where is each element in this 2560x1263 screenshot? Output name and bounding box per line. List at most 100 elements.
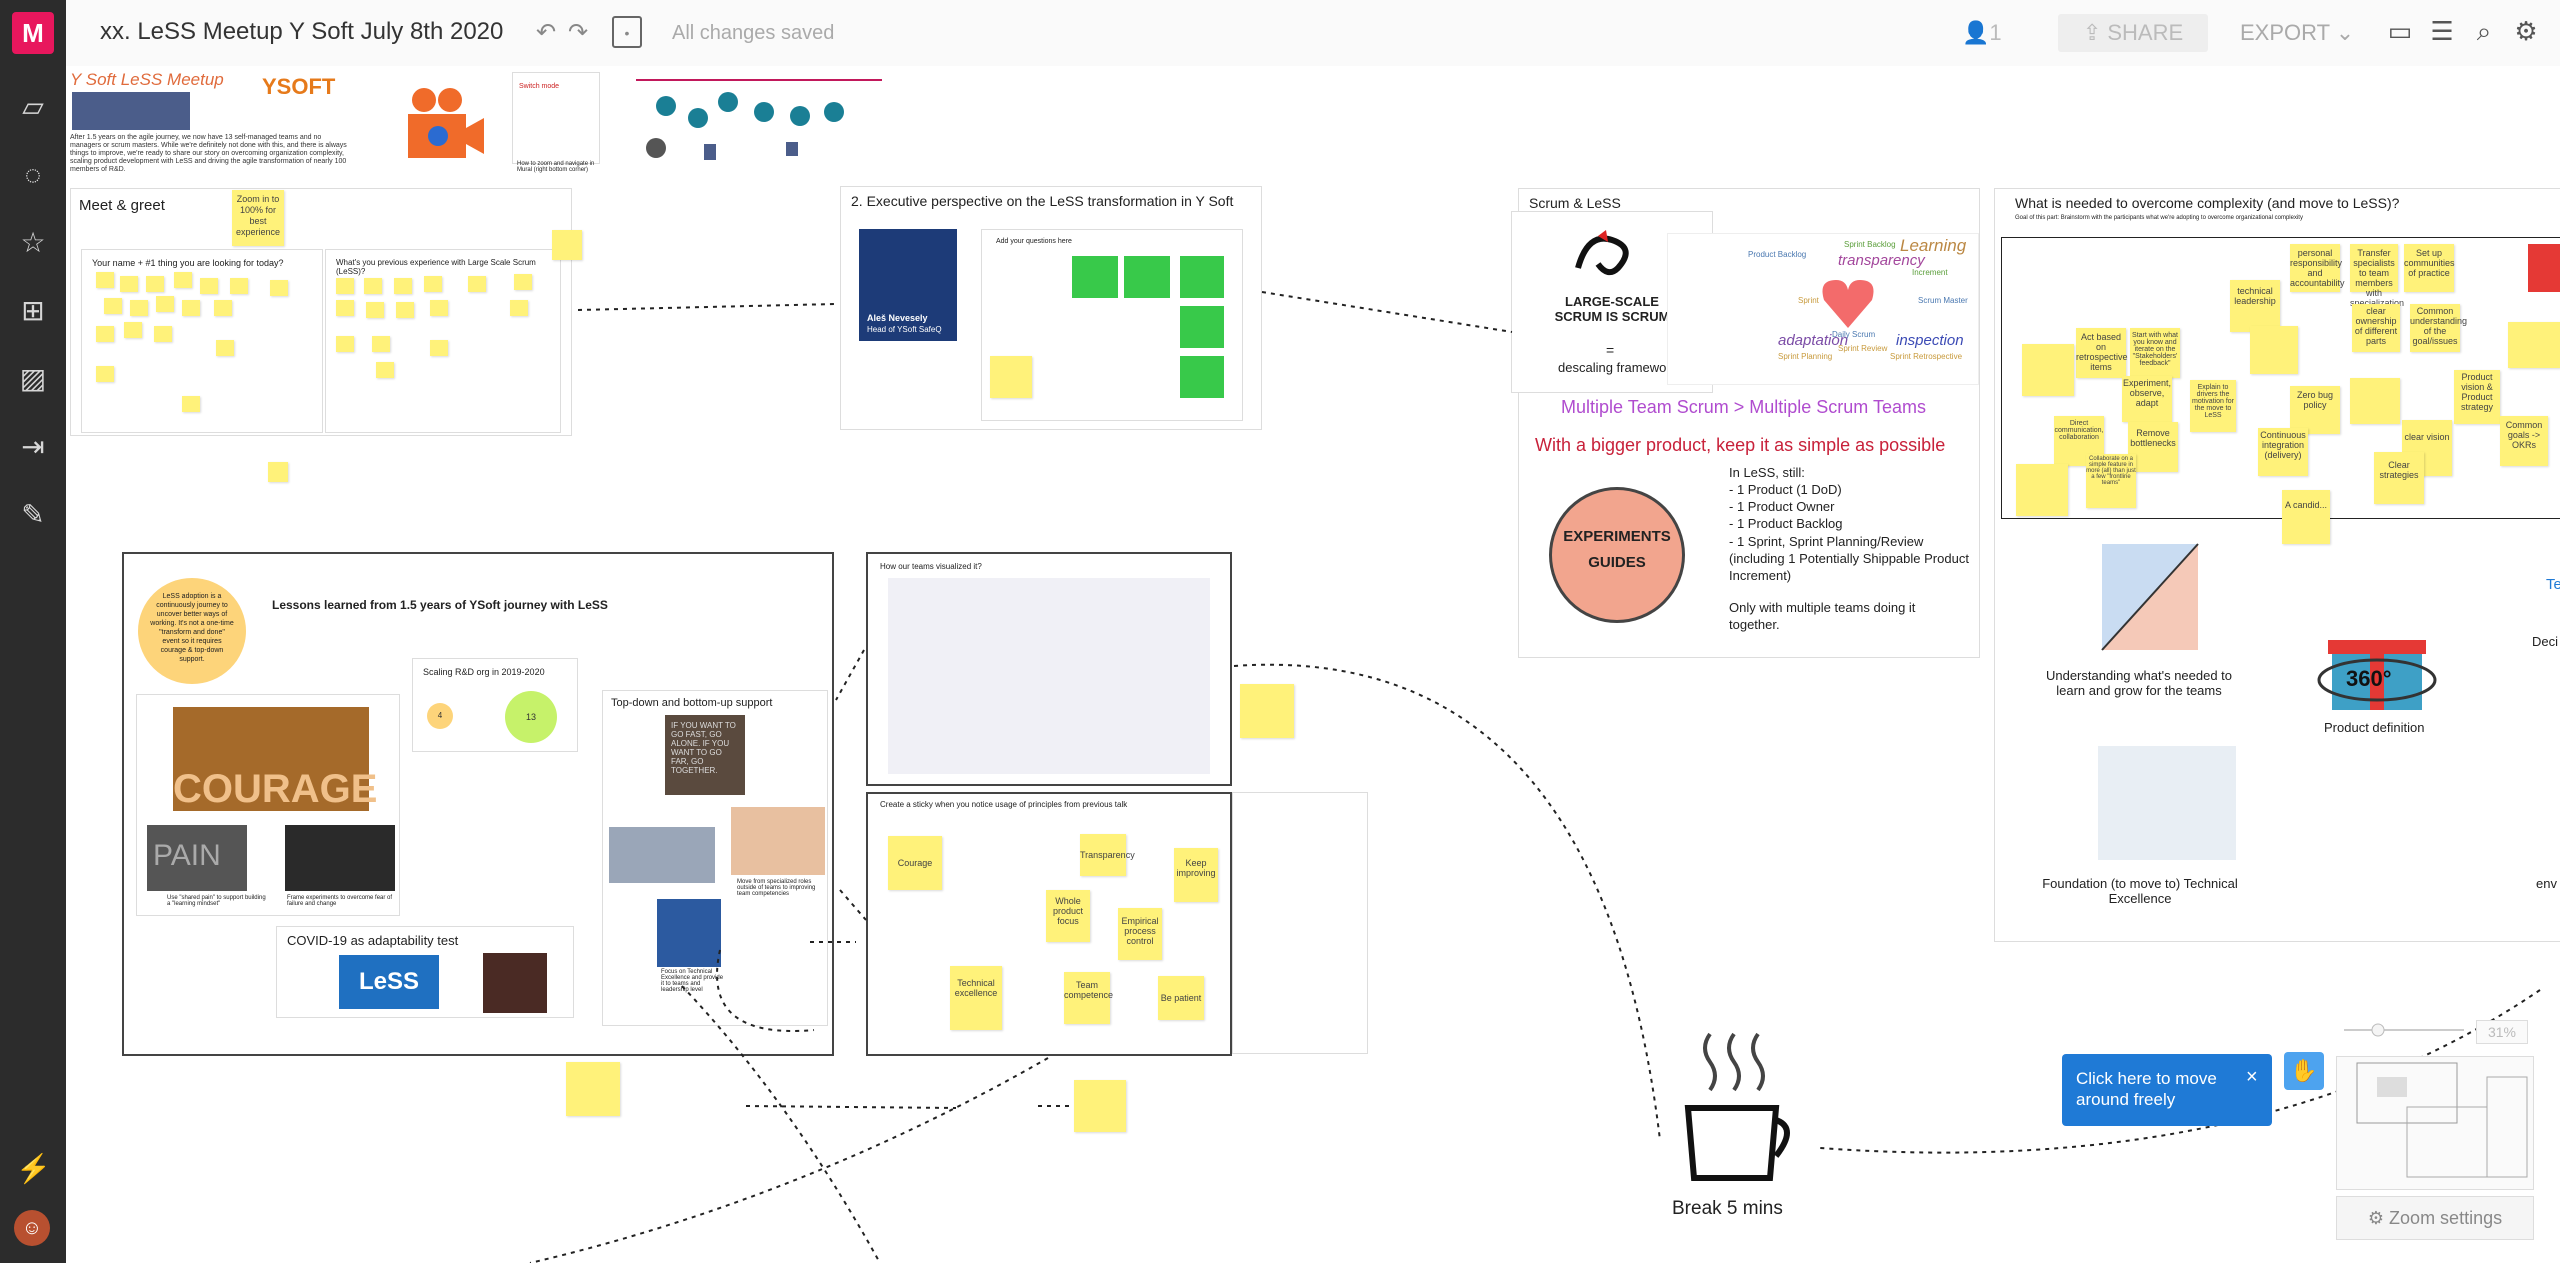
redo-icon[interactable]: ↷ (568, 19, 589, 46)
sticky-note[interactable] (270, 280, 288, 296)
principle-sticky[interactable]: Transparency (1080, 834, 1135, 876)
principle-sticky[interactable]: Empirical process control (1118, 908, 1162, 960)
meet-greet-frame[interactable]: Meet & greet Your name + #1 thing you ar… (70, 188, 572, 436)
complexity-sticky[interactable]: Common understanding of the goal/issues (2410, 304, 2467, 352)
sticky-note[interactable] (372, 336, 390, 352)
complexity-sticky[interactable]: Start with what you know and iterate on … (2130, 328, 2180, 378)
complexity-sticky[interactable]: Product vision & Product strategy (2454, 370, 2500, 424)
complexity-sticky[interactable]: Collaborate on a simple feature in more … (2086, 454, 2136, 508)
hand-icon[interactable]: ✋ (2284, 1052, 2324, 1090)
sticky-note[interactable] (230, 278, 248, 294)
sticky-note[interactable] (364, 278, 382, 294)
sticky-note[interactable] (566, 1062, 620, 1116)
sticky-note[interactable] (200, 278, 218, 294)
complexity-sticky[interactable]: clear ownership of different parts (2352, 304, 2400, 352)
complexity-sticky[interactable]: Experiment, observe, adapt (2122, 376, 2172, 422)
export-menu[interactable]: EXPORT ⌄ (2240, 20, 2355, 45)
lightning-icon[interactable]: ⚡ (16, 1153, 51, 1184)
sticky-note[interactable] (96, 366, 114, 382)
green-sticky[interactable] (1124, 256, 1170, 298)
principle-sticky[interactable]: Keep improving (1174, 848, 1218, 902)
sticky-note[interactable] (336, 300, 354, 316)
green-sticky[interactable] (1072, 256, 1118, 298)
chat-icon[interactable]: ▭ (2387, 16, 2413, 46)
sticky-note[interactable] (182, 396, 200, 412)
complexity-sticky[interactable]: Act based on retrospective items (2076, 328, 2128, 378)
sticky-note[interactable] (430, 340, 448, 356)
complexity-sticky[interactable]: Zero bug policy (2290, 386, 2340, 434)
complexity-sticky[interactable]: Clear strategies (2374, 452, 2424, 504)
teams-visual-frame[interactable]: How our teams visualized it? (866, 552, 1232, 786)
sticky-note[interactable] (104, 298, 122, 314)
close-icon[interactable]: × (2246, 1066, 2258, 1088)
complexity-sticky[interactable]: A candid... (2282, 490, 2330, 544)
sticky-note[interactable] (2250, 326, 2298, 374)
principle-sticky[interactable]: Technical excellence (950, 966, 1002, 1030)
red-sticky[interactable] (2528, 244, 2560, 292)
sticky-note[interactable] (430, 300, 448, 316)
principle-sticky[interactable]: Courage (888, 836, 942, 890)
zoom-settings-button[interactable]: ⚙ Zoom settings (2336, 1196, 2534, 1240)
sticky-note[interactable] (96, 272, 114, 288)
sticky-note[interactable] (468, 276, 486, 292)
complexity-sticky[interactable]: personal responsibility and accountabili… (2290, 244, 2345, 292)
sticky-note[interactable] (156, 296, 174, 312)
mural-logo[interactable]: M (12, 12, 54, 54)
sticky-note[interactable] (130, 300, 148, 316)
comment-icon[interactable]: ◌ (24, 159, 42, 190)
sticky-note[interactable] (990, 356, 1032, 398)
complexity-sticky[interactable]: Continuous integration (delivery) (2258, 428, 2308, 476)
image-icon[interactable]: ▨ (19, 363, 47, 394)
complexity-sticky[interactable]: Set up communities of practice (2404, 244, 2455, 292)
sticky-note[interactable] (1074, 1080, 1126, 1132)
sticky-note[interactable] (552, 230, 582, 260)
board-title[interactable]: xx. LeSS Meetup Y Soft July 8th 2020 (100, 18, 504, 45)
minimap[interactable] (2336, 1056, 2534, 1190)
sticky-note[interactable] (424, 276, 442, 292)
sticky-note[interactable] (96, 326, 114, 342)
sticky-note[interactable] (268, 462, 288, 482)
sticky-note[interactable] (2508, 322, 2560, 368)
principle-sticky[interactable]: Whole product focus (1046, 890, 1090, 942)
user-count[interactable]: 👤1 (1962, 20, 2002, 45)
complexity-sticky[interactable]: Explain to drivers the motivation for th… (2190, 380, 2236, 432)
sticky-note[interactable] (514, 274, 532, 290)
sticky-note[interactable] (146, 276, 164, 292)
sticky-note[interactable] (376, 362, 394, 378)
sticky-note[interactable] (154, 326, 172, 342)
zoom-slider[interactable] (2344, 1022, 2464, 1038)
sticky-note[interactable] (124, 322, 142, 338)
sticky-note[interactable] (336, 278, 354, 294)
undo-icon[interactable]: ↶ (536, 19, 557, 46)
search-icon[interactable]: ⌕ (2476, 16, 2492, 46)
green-sticky[interactable] (1180, 356, 1224, 398)
star-icon[interactable]: ☆ (20, 227, 46, 258)
settings-icon[interactable]: ⚙ (2514, 16, 2538, 46)
navigation-hint[interactable]: Click here to move around freely × (2062, 1054, 2272, 1126)
sticky-note[interactable] (366, 302, 384, 318)
sticky-note[interactable] (336, 336, 354, 352)
principle-sticky[interactable]: Be patient (1158, 976, 1204, 1020)
present-icon[interactable]: • (612, 16, 642, 48)
sticky-note[interactable] (120, 276, 138, 292)
sticky-note-icon[interactable]: ▱ (22, 91, 44, 122)
zoom-note-sticky[interactable]: Zoom in to 100% for best experience (232, 190, 284, 246)
sticky-note[interactable] (394, 278, 412, 294)
sticky-note[interactable] (396, 302, 414, 318)
sticky-note[interactable] (216, 340, 234, 356)
outline-icon[interactable]: ☰ (2430, 16, 2454, 46)
green-sticky[interactable] (1180, 306, 1224, 348)
sticky-note[interactable] (510, 300, 528, 316)
lessons-frame[interactable]: LeSS adoption is a continuously journey … (122, 552, 834, 1056)
scrum-less-frame[interactable]: Scrum & LeSS LARGE-SCALE SCRUM IS SCRUM … (1511, 188, 1980, 658)
complexity-sticky[interactable]: Direct communication, collaboration (2054, 416, 2104, 466)
sticky-note[interactable] (2022, 344, 2074, 396)
complexity-sticky[interactable]: Remove bottlenecks (2128, 422, 2178, 472)
sticky-note[interactable] (174, 272, 192, 288)
sticky-note[interactable] (2016, 464, 2068, 516)
user-avatar-icon[interactable]: ☺ (14, 1210, 50, 1246)
sticky-note[interactable] (182, 300, 200, 316)
complexity-sticky[interactable]: Transfer specialists to team members wit… (2350, 244, 2404, 308)
zoom-level[interactable]: 31% (2476, 1020, 2528, 1044)
import-icon[interactable]: ⇥ (21, 431, 45, 462)
